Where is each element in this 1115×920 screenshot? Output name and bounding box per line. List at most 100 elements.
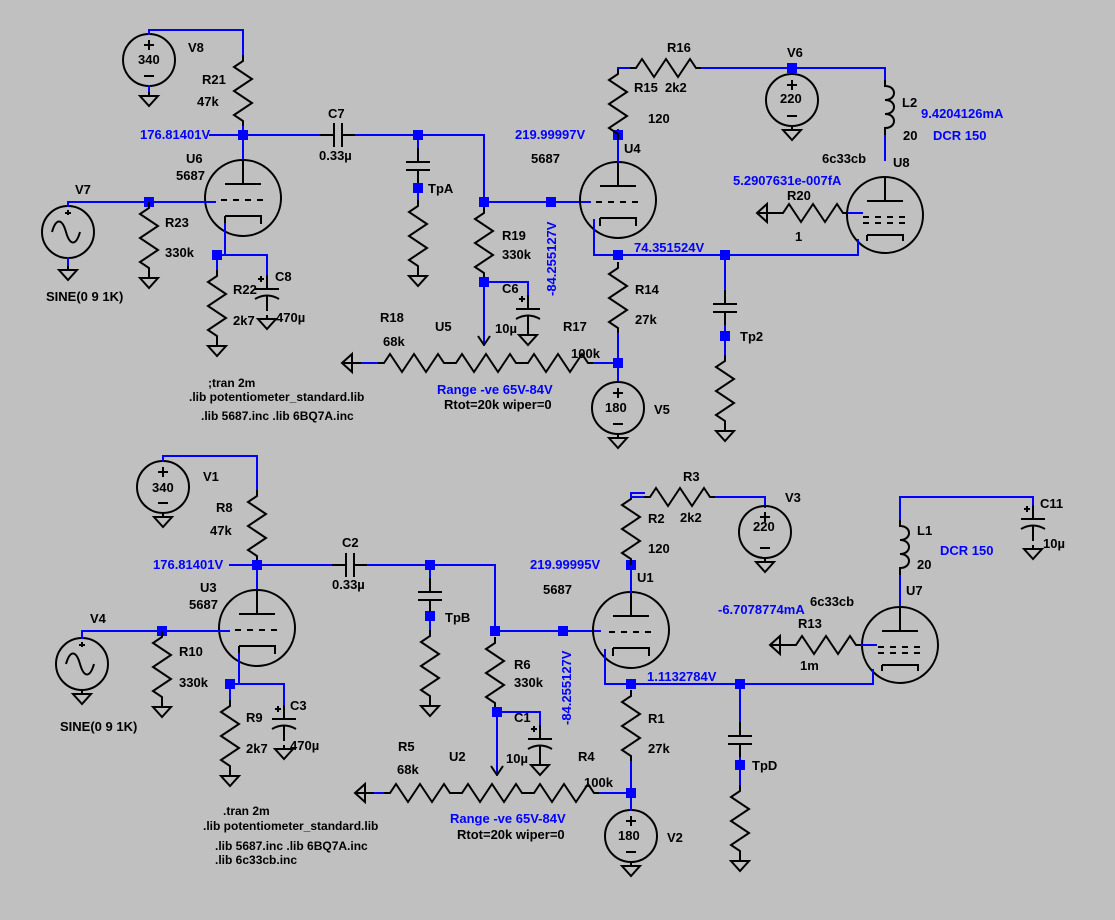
r22-value: 2k7	[233, 313, 255, 328]
r20-current: 5.2907631e-007fA	[733, 173, 842, 188]
top-directive-2: .lib potentiometer_standard.lib	[189, 390, 364, 404]
top-grid-voltage: -84.255127V	[544, 221, 559, 296]
bottom-directive-1: .tran 2m	[223, 804, 270, 818]
bottom-directive-3: .lib 5687.inc .lib 6BQ7A.inc	[215, 839, 368, 853]
l2-current: 9.4204126mA	[921, 106, 1004, 121]
r6-value: 330k	[514, 675, 544, 690]
v1-label: V1	[203, 469, 219, 484]
tpa-label: TpA	[428, 181, 454, 196]
bottom-cathode-voltage: 1.1132784V	[647, 669, 717, 684]
top-circuit	[41, 29, 924, 449]
top-cathode-voltage: 74.351524V	[634, 240, 704, 255]
c8-value: 470µ	[276, 310, 305, 325]
u3-plate-voltage: 176.81401V	[153, 557, 223, 572]
r9-value: 2k7	[246, 741, 268, 756]
v5-value: 180	[605, 400, 627, 415]
r5-value: 68k	[397, 762, 419, 777]
c7-value: 0.33µ	[319, 148, 352, 163]
v1-value: 340	[152, 480, 174, 495]
r23-label: R23	[165, 215, 189, 230]
u7-model: 6c33cb	[810, 594, 854, 609]
c1-value: 10µ	[506, 751, 528, 766]
c8-label: C8	[275, 269, 292, 284]
r17-label: R17	[563, 319, 587, 334]
l2-label: L2	[902, 95, 917, 110]
r8-value: 47k	[210, 523, 232, 538]
r14-value: 27k	[635, 312, 657, 327]
r10-value: 330k	[179, 675, 209, 690]
l1-value: 20	[917, 557, 931, 572]
tp2-label: Tp2	[740, 329, 763, 344]
r15-label: R15	[634, 80, 658, 95]
bottom-labels: 340 V1 R8 47k 176.81401V C2 0.33µ U3 568…	[60, 469, 1065, 867]
v3-value: 220	[753, 519, 775, 534]
r21-value: 47k	[197, 94, 219, 109]
r6-label: R6	[514, 657, 531, 672]
top-labels: 340 V8 R21 47k 176.81401V C7 0.33µ U6 56…	[46, 40, 1004, 423]
v4-value: SINE(0 9 1K)	[60, 719, 137, 734]
r16-value: 2k2	[665, 80, 687, 95]
r18-label: R18	[380, 310, 404, 325]
u1-model: 5687	[543, 582, 572, 597]
r5-label: R5	[398, 739, 415, 754]
r2-label: R2	[648, 511, 665, 526]
u8-label: U8	[893, 155, 910, 170]
r19-value: 330k	[502, 247, 532, 262]
r10-label: R10	[179, 644, 203, 659]
r15-value: 120	[648, 111, 670, 126]
v5-label: V5	[654, 402, 670, 417]
v8-value: 340	[138, 52, 160, 67]
c6-label: C6	[502, 281, 519, 296]
top-directive-1: ;tran 2m	[208, 376, 255, 390]
r14-label: R14	[635, 282, 660, 297]
bottom-directive-2: .lib potentiometer_standard.lib	[203, 819, 378, 833]
u8-model: 6c33cb	[822, 151, 866, 166]
l2-value: 20	[903, 128, 917, 143]
r20-label: R20	[787, 188, 811, 203]
r13-current: -6.7078774mA	[718, 602, 805, 617]
bottom-grid-voltage: -84.255127V	[559, 650, 574, 725]
c7-label: C7	[328, 106, 345, 121]
bottom-circuit	[55, 455, 1046, 877]
bottom-pot-params: Rtot=20k wiper=0	[457, 827, 565, 842]
tpb-label: TpB	[445, 610, 470, 625]
r17-value: 100k	[571, 346, 601, 361]
l1-label: L1	[917, 523, 932, 538]
r9-label: R9	[246, 710, 263, 725]
c6-value: 10µ	[495, 321, 517, 336]
r4-value: 100k	[584, 775, 614, 790]
r2-value: 120	[648, 541, 670, 556]
u4-model: 5687	[531, 151, 560, 166]
u7-label: U7	[906, 583, 923, 598]
top-directive-3: .lib 5687.inc .lib 6BQ7A.inc	[201, 409, 354, 423]
u6-plate-voltage: 176.81401V	[140, 127, 210, 142]
u1-label: U1	[637, 570, 654, 585]
r13-value: 1m	[800, 658, 819, 673]
c11-label: C11	[1040, 496, 1063, 511]
v2-label: V2	[667, 830, 683, 845]
bottom-directive-4: .lib 6c33cb.inc	[215, 853, 297, 867]
r1-value: 27k	[648, 741, 670, 756]
r4-label: R4	[578, 749, 595, 764]
top-pot-range: Range -ve 65V-84V	[437, 382, 553, 397]
u6-label: U6	[186, 151, 203, 166]
r19-label: R19	[502, 228, 526, 243]
r3-value: 2k2	[680, 510, 702, 525]
l2-dcr: DCR 150	[933, 128, 986, 143]
l1-dcr: DCR 150	[940, 543, 993, 558]
bottom-pot-range: Range -ve 65V-84V	[450, 811, 566, 826]
tpd-label: TpD	[752, 758, 777, 773]
r21-label: R21	[202, 72, 226, 87]
top-pot-params: Rtot=20k wiper=0	[444, 397, 552, 412]
r18-value: 68k	[383, 334, 405, 349]
c2-value: 0.33µ	[332, 577, 365, 592]
c3-value: 470µ	[290, 738, 319, 753]
r13-label: R13	[798, 616, 822, 631]
u4-plate-voltage: 219.99997V	[515, 127, 585, 142]
r3-label: R3	[683, 469, 700, 484]
r16-label: R16	[667, 40, 691, 55]
u5-label: U5	[435, 319, 452, 334]
v4-label: V4	[90, 611, 107, 626]
u2-label: U2	[449, 749, 466, 764]
